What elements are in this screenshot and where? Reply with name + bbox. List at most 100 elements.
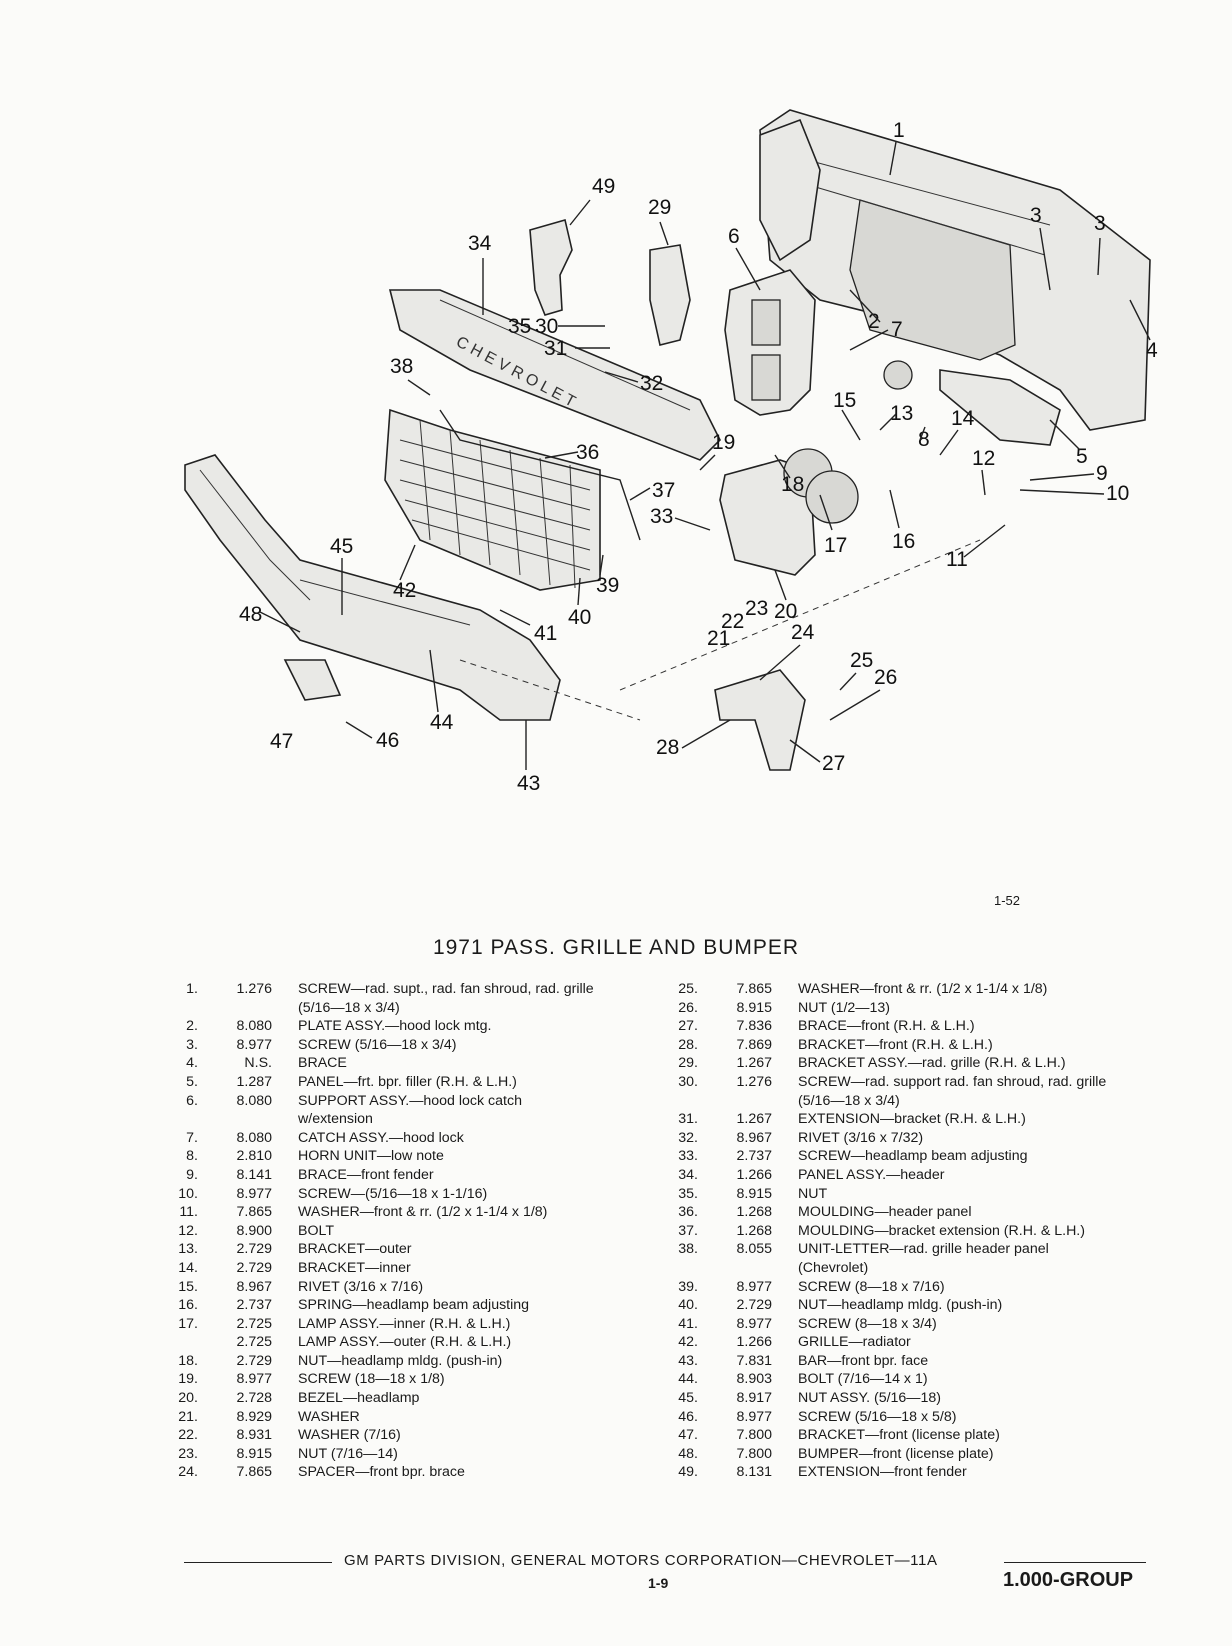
- part-description: SPACER—front bpr. brace: [298, 1464, 465, 1481]
- group-number: 2.729: [236, 1241, 272, 1258]
- part-number: 31.: [678, 1111, 698, 1128]
- part-description: LAMP ASSY.—inner (R.H. & L.H.): [298, 1315, 511, 1332]
- part-description: (5/16—18 x 3/4): [798, 1092, 900, 1109]
- part-description: BRACKET—outer: [298, 1241, 412, 1258]
- group-number: 8.977: [236, 1036, 272, 1053]
- group-number: 8.967: [236, 1278, 272, 1295]
- group-number: 2.737: [236, 1297, 272, 1314]
- part-number: 33.: [678, 1148, 698, 1165]
- part-description: CATCH ASSY.—hood lock: [298, 1129, 464, 1146]
- part-number: 1.: [186, 981, 198, 997]
- part-number: 16.: [178, 1297, 198, 1314]
- part-number: 7.: [186, 1129, 198, 1146]
- group-number: 7.865: [236, 1464, 272, 1481]
- exploded-parts-diagram: C H E V R O L E T 1 2 3 3 4 5 6: [184, 109, 1158, 795]
- group-number: 8.915: [236, 1445, 272, 1462]
- group-number: 1.266: [736, 1334, 772, 1351]
- svg-text:14: 14: [951, 407, 975, 430]
- group-number: 8.915: [736, 1185, 772, 1202]
- parts-list-row: w/extension: [160, 1110, 640, 1129]
- part-number: 4.: [186, 1055, 198, 1072]
- svg-text:25: 25: [850, 649, 873, 672]
- part-number: 42.: [678, 1334, 698, 1351]
- group-number: 1.267: [736, 1111, 772, 1128]
- part-description: SCREW—rad. supt., rad. fan shroud, rad. …: [298, 981, 594, 997]
- part-description: PANEL ASSY.—header: [798, 1166, 945, 1183]
- part-number: [160, 999, 208, 1018]
- svg-text:19: 19: [712, 431, 735, 454]
- svg-text:1: 1: [893, 119, 905, 142]
- part-description: SPRING—headlamp beam adjusting: [298, 1297, 530, 1314]
- group-number: 8.080: [236, 1092, 272, 1109]
- svg-text:7: 7: [891, 318, 903, 341]
- part-number: 15.: [178, 1278, 198, 1295]
- part-description: EXTENSION—bracket (R.H. & L.H.): [798, 1111, 1026, 1128]
- group-number: 8.080: [236, 1129, 272, 1146]
- footer-rule-right: [1004, 1562, 1146, 1563]
- parts-list-row: 45. 8.917 NUT ASSY. (5/16—18): [660, 1389, 1180, 1408]
- svg-text:5: 5: [1076, 445, 1088, 468]
- svg-text:17: 17: [824, 534, 847, 557]
- svg-text:48: 48: [239, 603, 262, 626]
- part-description: w/extension: [298, 1111, 373, 1128]
- svg-text:31: 31: [544, 337, 567, 360]
- group-number: N.S.: [244, 1055, 272, 1072]
- parts-list-row: 16. 2.737 SPRING—headlamp beam adjusting: [160, 1296, 640, 1315]
- group-number: 2.810: [236, 1148, 272, 1165]
- part-description: BRACKET—front (license plate): [798, 1427, 1000, 1444]
- group-number: [708, 1259, 798, 1278]
- part-number: 36.: [678, 1204, 698, 1221]
- svg-text:16: 16: [892, 530, 915, 553]
- part-number: 19.: [178, 1371, 198, 1388]
- part-description: SCREW—headlamp beam adjusting: [798, 1148, 1028, 1165]
- group-number: 1.276: [236, 981, 272, 997]
- svg-text:22: 22: [721, 610, 744, 633]
- part-description: PANEL—frt. bpr. filler (R.H. & L.H.): [298, 1073, 517, 1090]
- svg-text:32: 32: [640, 372, 663, 395]
- part-description: BRACKET—inner: [298, 1259, 411, 1276]
- svg-text:3: 3: [1094, 212, 1106, 235]
- group-number: 8.141: [236, 1166, 272, 1183]
- part-description: NUT—headlamp mldg. (push-in): [798, 1297, 1003, 1314]
- part-number: 39.: [678, 1278, 698, 1295]
- group-number: 8.977: [236, 1185, 272, 1202]
- svg-text:35: 35: [508, 315, 531, 338]
- part-number: 48.: [678, 1445, 698, 1462]
- part-description: SCREW—(5/16—18 x 1-1/16): [298, 1185, 488, 1202]
- part-description: SCREW (5/16—18 x 3/4): [298, 1036, 457, 1053]
- group-number: 8.977: [236, 1371, 272, 1388]
- part-number: 44.: [678, 1371, 698, 1388]
- part-description: SCREW (8—18 x 3/4): [798, 1315, 937, 1332]
- part-number: 45.: [678, 1390, 698, 1407]
- part-description: WASHER: [298, 1408, 360, 1425]
- part-number: 46.: [678, 1408, 698, 1425]
- group-number: 8.917: [736, 1390, 772, 1407]
- part-description: MOULDING—bracket extension (R.H. & L.H.): [798, 1222, 1085, 1239]
- group-number: [208, 999, 298, 1018]
- part-number: 23.: [178, 1445, 198, 1462]
- svg-text:34: 34: [468, 232, 492, 255]
- front-bumper-bar: [184, 454, 561, 721]
- svg-text:40: 40: [568, 606, 591, 629]
- part-number: 28.: [678, 1036, 698, 1053]
- part-description: NUT ASSY. (5/16—18): [798, 1390, 941, 1407]
